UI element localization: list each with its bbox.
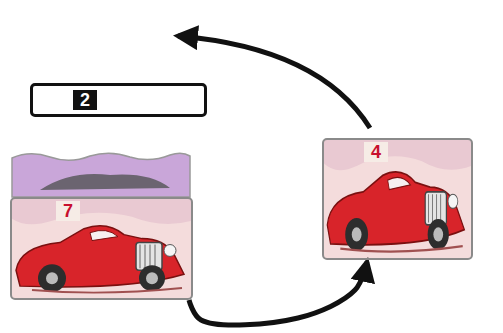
cycle-arrow bbox=[178, 36, 370, 128]
game-card: 7 bbox=[10, 197, 193, 300]
cycle-arrow bbox=[189, 262, 367, 325]
card-number: 7 bbox=[56, 201, 80, 221]
game-card: 2 bbox=[30, 83, 207, 117]
card-number: 2 bbox=[73, 90, 97, 110]
game-card: 4 bbox=[322, 138, 473, 260]
card-number: 4 bbox=[364, 142, 388, 162]
